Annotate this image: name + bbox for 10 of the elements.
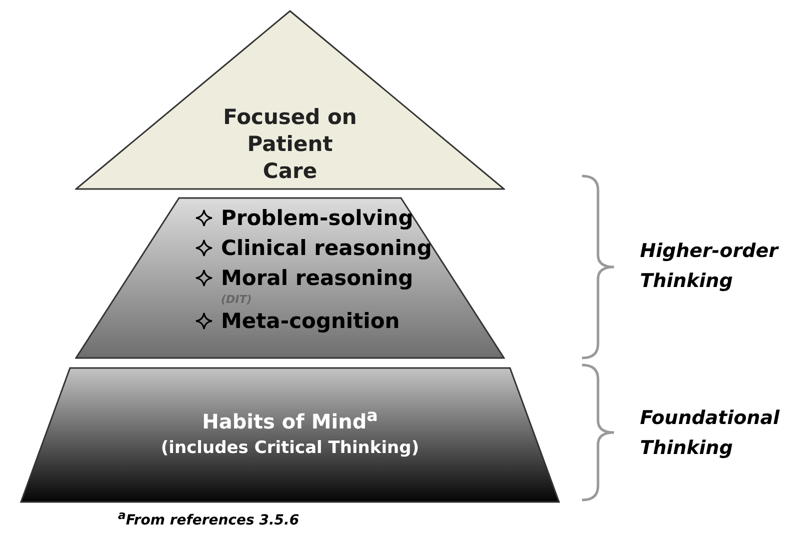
bracket-label: Foundational Thinking [640,406,781,461]
tier-title: Focused on Patient Care [222,104,358,185]
tier-subtitle: (includes Critical Thinking) [160,436,420,460]
tier-title: Habits of Mind$^{a}$ [201,405,379,435]
skill-item: Clinical reasoning [221,235,432,262]
bracket-label: Higher-order Thinking [640,239,780,294]
skill-item: Meta-cognition [221,308,400,335]
skill-item: Problem-solving [221,205,414,232]
footnote: $^{a}$From references 3.5.6 [118,508,300,529]
skill-item: Moral reasoning [221,265,414,292]
